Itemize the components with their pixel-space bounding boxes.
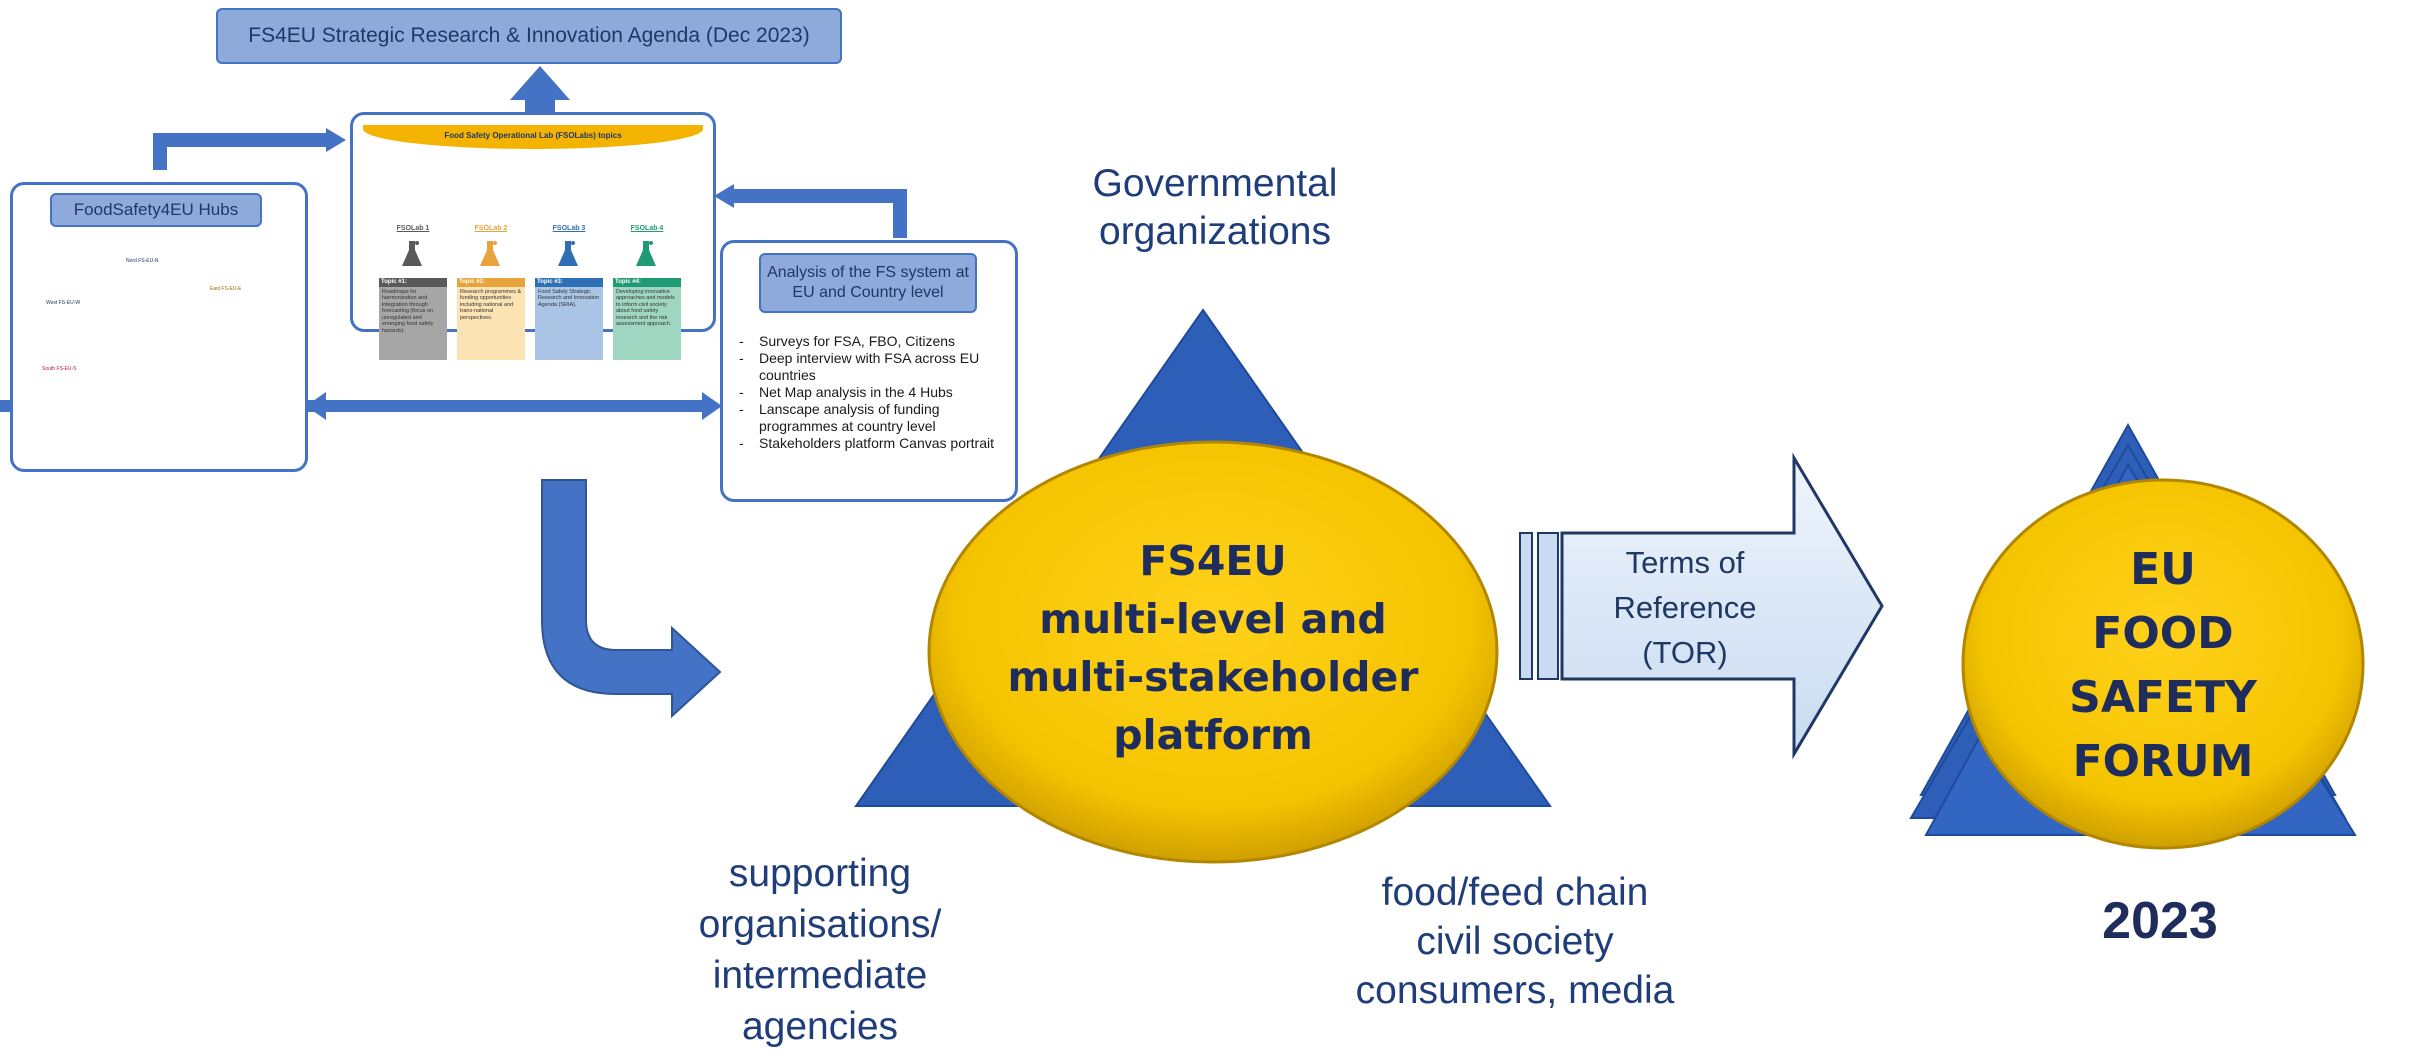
tor-bar-2 <box>1537 532 1559 680</box>
fsolab-name: FSOLab 4 <box>630 225 664 232</box>
supporting-label: supporting organisations/ intermediate a… <box>698 852 942 1048</box>
analysis-bullet: Deep interview with FSA across EU countr… <box>733 350 1008 384</box>
fsolab-topic-desc: Research programmes & funding opportunit… <box>460 288 522 321</box>
tor-line: Terms of <box>1625 545 1745 580</box>
fsolabs-banner-text: Food Safety Operational Lab (FSOLabs) to… <box>444 131 622 140</box>
analysis-bullet: Stakeholders platform Canvas portrait <box>733 435 1008 452</box>
tor-bar-1 <box>1519 532 1533 680</box>
analysis-bullet: Surveys for FSA, FBO, Citizens <box>733 333 1008 350</box>
analysis-bullets: Surveys for FSA, FBO, Citizens Deep inte… <box>733 333 1008 452</box>
platform-line: multi-level and <box>1039 595 1387 643</box>
platform-line: platform <box>1113 711 1313 759</box>
map-logo-text: Food Safety 4EU <box>262 420 278 438</box>
bent-arrow-to-platform <box>541 479 722 719</box>
fsolab-topic-heading: Topic #2: <box>457 278 525 287</box>
fsolab-topic-heading: Topic #3: <box>535 278 603 287</box>
forum-line: EU <box>2130 544 2196 595</box>
fsolab-name: FSOLab 2 <box>474 225 508 232</box>
sria-title: FS4EU Strategic Research & Innovation Ag… <box>248 24 810 47</box>
fsolab-name: FSOLab 3 <box>552 225 586 232</box>
fsolab-topic-desc: Developing innovative approaches and mod… <box>616 288 675 328</box>
analysis-to-fsolabs-arrow <box>730 189 907 238</box>
fsolab-column: FSOLab 2 Topic #2:Research programmes & f… <box>457 225 525 360</box>
fsolabs-banner: Food Safety Operational Lab (FSOLabs) to… <box>363 125 703 149</box>
governmental-label: Governmental organizations <box>1092 162 1338 253</box>
forum-title: EU FOOD SAFETY FORUM <box>1990 538 2336 794</box>
flask-icon <box>401 239 423 269</box>
fsolab-topic-panel: Topic #1:Roadmaps for harmonization and … <box>379 278 447 360</box>
foodchain-label: food/feed chain civil society consumers,… <box>1355 871 1675 1012</box>
forum-circle <box>1961 478 2365 850</box>
sria-title-box: FS4EU Strategic Research & Innovation Ag… <box>216 8 842 64</box>
fsolab-topic-desc: Roadmaps for harmonization and integrati… <box>382 288 434 334</box>
fsolab-topic-heading: Topic #1: <box>379 278 447 287</box>
hubs-frame: FoodSafety4EU Hubs <box>10 182 308 472</box>
fsolab-topic-desc: Food Safety Strategic Research and Innov… <box>538 288 600 308</box>
flask-icon <box>479 239 501 269</box>
fsolab-column: FSOLab 1 Topic #1:Roadmaps for harmonizat… <box>379 225 447 360</box>
forum-year: 2023 <box>2102 892 2218 950</box>
platform-ellipse <box>927 440 1499 864</box>
forum-line: SAFETY <box>2069 672 2257 723</box>
fsolab-column: FSOLab 3 Topic #3:Food Safety Strategic R… <box>535 225 603 360</box>
forum-line: FORUM <box>2072 736 2254 787</box>
fsolab-topic-heading: Topic #4: <box>613 278 681 287</box>
analysis-title-box: Analysis of the FS system at EU and Coun… <box>759 253 977 313</box>
up-arrow <box>510 66 570 112</box>
map-label-nord: Nord FS-EU-N <box>126 258 159 264</box>
flask-icon <box>635 239 657 269</box>
map-label-east: East FS-EU-E <box>210 286 242 292</box>
fsolab-topic-panel: Topic #2:Research programmes & funding o… <box>457 278 525 360</box>
analysis-title: Analysis of the FS system at EU and Coun… <box>767 264 969 301</box>
tor-line: (TOR) <box>1642 635 1728 670</box>
tor-text: Terms of Reference (TOR) <box>1600 540 1770 675</box>
hubs-title: FoodSafety4EU Hubs <box>73 200 239 219</box>
map-label-west: West FS-EU-W <box>46 300 81 306</box>
platform-line: FS4EU <box>1139 537 1287 585</box>
fsolab-column: FSOLab 4 Topic #4:Developing innovative a… <box>613 225 681 360</box>
fsolab-name: FSOLab 1 <box>396 225 430 232</box>
hubs-title-box: FoodSafety4EU Hubs <box>50 193 262 227</box>
fsolab-topic-panel: Topic #3:Food Safety Strategic Research … <box>535 278 603 360</box>
hubs-to-fsolabs-arrow <box>153 133 330 170</box>
tor-line: Reference <box>1613 590 1757 625</box>
tor-arrow-body <box>1560 452 1884 760</box>
platform-line: multi-stakeholder <box>1007 653 1419 701</box>
flask-icon <box>557 239 579 269</box>
fsolab-topic-panel: Topic #4:Developing innovative approache… <box>613 278 681 360</box>
fsolabs-frame: Food Safety Operational Lab (FSOLabs) to… <box>350 112 716 360</box>
platform-title: FS4EU multi-level and multi-stakeholder … <box>980 532 1446 764</box>
map-label-south: South FS-EU-S <box>42 366 77 372</box>
forum-line: FOOD <box>2092 608 2234 659</box>
analysis-frame: Analysis of the FS system at EU and Coun… <box>720 240 1018 502</box>
analysis-bullet: Lanscape analysis of funding programmes … <box>733 401 1008 435</box>
analysis-bullet: Net Map analysis in the 4 Hubs <box>733 384 1008 401</box>
